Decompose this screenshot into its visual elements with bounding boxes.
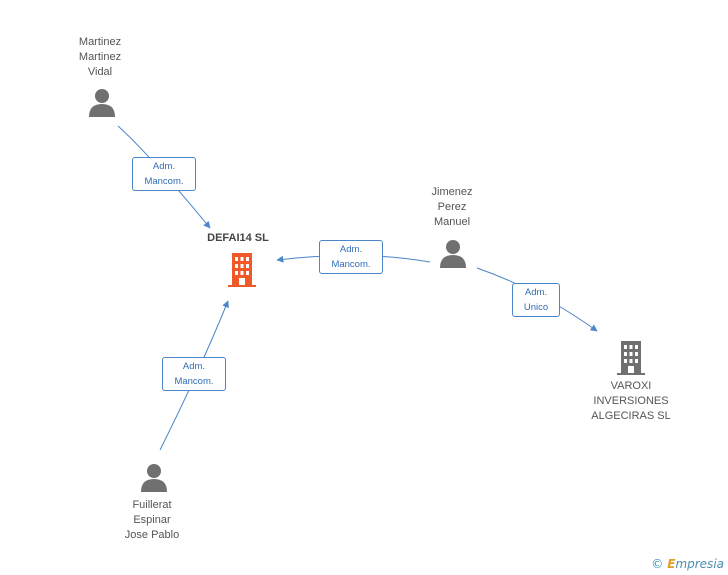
person-label-fuillerat: Fuillerat Espinar Jose Pablo	[124, 499, 180, 541]
building-icon[interactable]	[614, 340, 648, 376]
person-label-martinez: Martinez Martinez Vidal	[78, 36, 122, 78]
company-label-varoxi: VAROXI INVERSIONES ALGECIRAS SL	[591, 380, 671, 422]
person-label-jimenez: Jimenez Perez Manuel	[431, 186, 473, 228]
person-icon[interactable]	[88, 88, 116, 118]
person-icon[interactable]	[140, 463, 168, 493]
copyright-symbol: ©	[651, 557, 664, 571]
edge-label-martinez-defai14[interactable]: Adm. Mancom.	[132, 157, 196, 191]
edge-label-jimenez-varoxi[interactable]: Adm. Unico	[512, 283, 560, 317]
building-icon[interactable]	[225, 252, 259, 288]
edge-label-fuillerat-defai14[interactable]: Adm. Mancom.	[162, 357, 226, 391]
empresia-logo: ©Empresia	[651, 557, 724, 571]
edge-label-jimenez-defai14[interactable]: Adm. Mancom.	[319, 240, 383, 274]
company-label-defai14: DEFAI14 SL	[207, 232, 269, 244]
brand-initial: E	[667, 557, 676, 571]
person-icon[interactable]	[439, 239, 467, 269]
brand-name: mpresia	[675, 557, 724, 571]
